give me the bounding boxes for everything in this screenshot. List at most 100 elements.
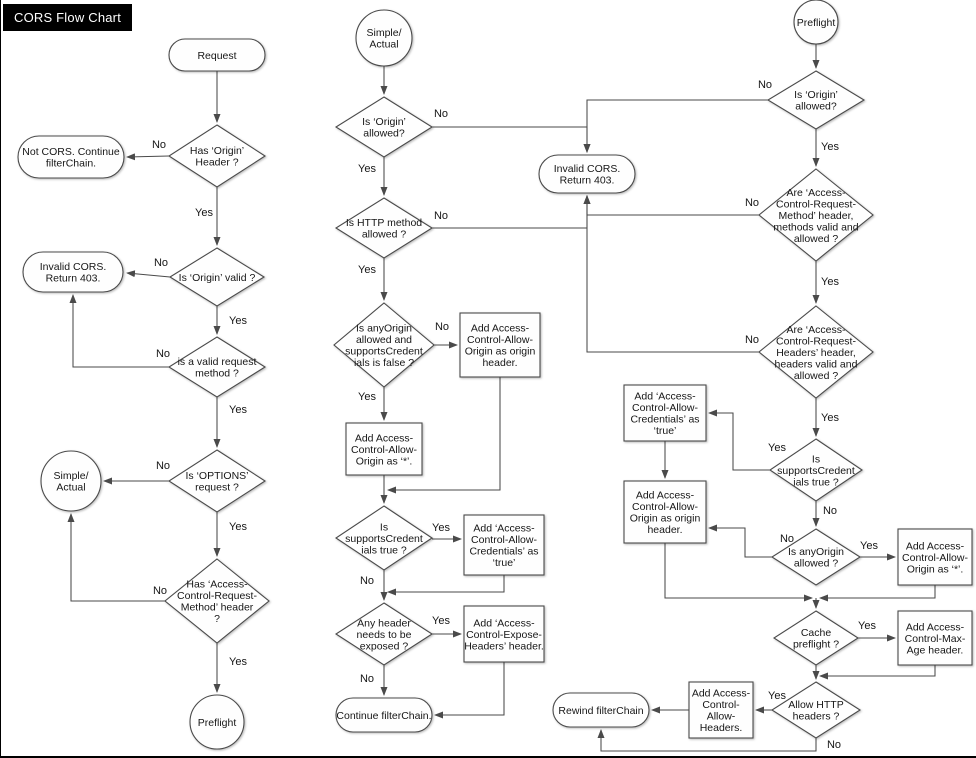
diamond-shape — [164, 558, 270, 644]
process-add-acac-true-mid: Add ‘Access-Control-Allow-Credentials’ a… — [463, 514, 545, 576]
stadium-shape — [552, 692, 650, 728]
rect-shape — [463, 514, 545, 576]
stadium-shape — [17, 135, 125, 179]
edge-label-options-request-yes: Yes — [229, 521, 247, 533]
node-label: Preflight — [198, 717, 237, 729]
edge-label-acrm-valid-yes: Yes — [821, 276, 839, 288]
edge-label-anyorigin-right-yes: Yes — [860, 540, 878, 552]
diamond-shape — [167, 124, 267, 188]
edge-acrh-valid-no — [583, 195, 759, 353]
edge-label-has-origin-no: No — [152, 139, 166, 151]
edge-label-acrm-valid-no: No — [745, 197, 759, 209]
edge-label-acrh-valid-no: No — [745, 334, 759, 346]
node-label: Is ‘Origin’allowed? — [362, 116, 406, 140]
edge-acao-star-right-rejoin — [819, 585, 936, 602]
node-label: Add Access-Control-Allow-Origin as ‘*’. — [351, 432, 417, 467]
edge-label-origin-allowed-right-yes: Yes — [821, 141, 839, 153]
decision-has-acrm-header: Has ‘Access-Control-Request-Method’ head… — [164, 558, 270, 644]
diamond-shape — [167, 336, 267, 398]
node-label: Are ‘Access-Control-Request-Method’ head… — [773, 187, 858, 245]
edge-label-origin-allowed-mid-no: No — [434, 108, 448, 120]
rect-shape — [463, 605, 545, 663]
connector-preflight-right: Preflight — [793, 0, 839, 45]
diamond-shape — [766, 70, 866, 130]
connector-preflight-left: Preflight — [189, 694, 245, 750]
process-add-allow-headers: Add Access-Control-Allow-Headers. — [688, 681, 754, 739]
edge-origin-allowed-right-no — [583, 99, 768, 153]
rect-shape — [897, 528, 973, 586]
edge-anyorigin-right-no — [708, 524, 772, 558]
node-label: Has ‘Access-Control-Request-Method’ head… — [177, 579, 257, 626]
node-label: Continue filterChain. — [336, 710, 431, 722]
edge-supportscred-right-yes — [708, 409, 770, 471]
decision-acrh-valid-allowed: Are ‘Access-Control-Request-Headers’ hea… — [758, 305, 874, 399]
edge-label-http-method-yes: Yes — [358, 264, 376, 276]
edge-label-valid-method-yes: Yes — [229, 404, 247, 416]
process-add-max-age: Add Access-Control-Max-Age header. — [897, 610, 973, 666]
node-label: Simple/Actual — [366, 27, 401, 51]
stadium-shape — [538, 154, 636, 194]
terminal-invalid-cors-mid: Invalid CORS.Return 403. — [538, 154, 636, 194]
edge-label-acrh-valid-yes: Yes — [821, 412, 839, 424]
node-label: Is ‘OPTIONS’request ? — [185, 470, 248, 494]
circle-shape — [189, 694, 245, 750]
edge-expose-headers-rejoin — [434, 662, 505, 719]
edge-allow-http-no — [597, 729, 817, 752]
edge-label-origin-valid-yes: Yes — [229, 315, 247, 327]
node-label: Add Access-Control-Max-Age header. — [905, 621, 966, 656]
diamond-shape — [333, 302, 435, 388]
edge-label-supportscred-mid-yes: Yes — [432, 522, 450, 534]
circle-shape — [40, 450, 102, 512]
edge-label-anyorigin-supportscred-yes: Yes — [358, 391, 376, 403]
edge-label-header-exposed-yes: Yes — [432, 615, 450, 627]
edge-label-supportscred-mid-no: No — [360, 575, 374, 587]
diamond-shape — [334, 197, 434, 259]
node-label: Add ‘Access-Control-Allow-Credentials’ a… — [469, 523, 538, 570]
edge-label-has-origin-yes: Yes — [195, 207, 213, 219]
rect-shape — [623, 480, 707, 544]
node-label: Add ‘Access-Control-Allow-Credentials’ a… — [630, 391, 699, 438]
page-title: CORS Flow Chart — [3, 4, 133, 31]
process-add-acao-origin-right: Add Access-Control-Allow-Origin as origi… — [623, 480, 707, 544]
edge-label-supportscred-right-yes: Yes — [768, 442, 786, 454]
stadium-shape — [335, 697, 433, 733]
edge-label-cache-preflight-yes: Yes — [858, 620, 876, 632]
diamond-shape — [770, 528, 862, 586]
edge-label-anyorigin-supportscred-no: No — [435, 321, 449, 333]
edge-label-options-request-no: No — [156, 460, 170, 472]
decision-has-origin-header: Has ‘Origin’Header ? — [167, 124, 267, 188]
diamond-shape — [758, 305, 874, 399]
node-label: Invalid CORS.Return 403. — [554, 163, 621, 187]
node-label: Rewind filterChain — [558, 705, 643, 717]
rect-shape — [897, 610, 973, 666]
edge-acao-origin-right-rejoin — [664, 543, 813, 602]
diamond-shape — [167, 449, 267, 513]
edge-has-origin-no — [126, 153, 170, 161]
edge-valid-method-no — [69, 294, 169, 368]
edge-label-allow-http-no: No — [827, 739, 841, 751]
edge-label-valid-method-no: No — [156, 348, 170, 360]
edge-origin-valid-no — [126, 270, 171, 278]
node-label: Add ‘Access-Control-Expose-Headers’ head… — [464, 617, 544, 652]
process-add-expose-headers: Add ‘Access-Control-Expose-Headers’ head… — [463, 605, 545, 663]
edge-http-method-no — [432, 195, 591, 229]
node-label: Request — [197, 50, 236, 62]
rect-shape — [459, 312, 541, 378]
node-label: Add Access-Control-Allow-Origin as ‘*’. — [902, 540, 968, 575]
edge-acrm-valid-no — [583, 195, 759, 216]
rect-shape — [688, 681, 754, 739]
process-add-acac-true-right: Add ‘Access-Control-Allow-Credentials’ a… — [623, 384, 707, 442]
circle-shape — [355, 9, 413, 67]
node-label: Is ‘Origin’ valid ? — [179, 272, 256, 284]
